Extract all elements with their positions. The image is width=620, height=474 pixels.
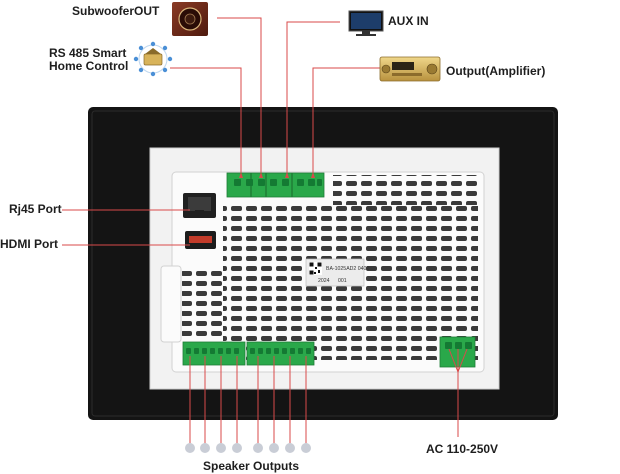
speaker-output-dots [185,443,311,453]
label-rj45-port: Rj45 Port [9,202,62,216]
top-wire-tips [239,172,315,178]
sticker-year: 2024 [318,278,330,284]
label-output-amplifier: Output(Amplifier) [446,64,546,78]
top-terminal-blocks [226,172,325,198]
sticker-model: BA-1025AD2 0402 [326,266,369,272]
qr-code-icon [309,262,322,275]
top-terminal-screws [234,179,322,186]
smart-home-icon [133,41,173,77]
speaker-icon [172,2,208,36]
label-rs485-line2: Home Control [49,59,129,73]
amplifier-icon [379,56,441,82]
rj45-jack [183,193,216,218]
label-rs485-line1: RS 485 Smart [49,46,127,60]
vent-grid-top [333,175,478,205]
vent-grid-left [182,268,222,338]
speaker-terminal-screws [186,348,311,354]
label-hdmi-port: HDMI Port [0,237,58,251]
label-ac-power: AC 110-250V [426,442,499,456]
leader-lines [62,17,468,448]
label-subwoofer-out: SubwooferOUT [72,4,160,18]
hdmi-jack [185,231,216,249]
sticker-serial: 001 [338,278,347,284]
label-speaker-outputs: Speaker Outputs [203,459,300,473]
tv-icon [348,10,384,36]
label-aux-in: AUX IN [388,14,429,28]
